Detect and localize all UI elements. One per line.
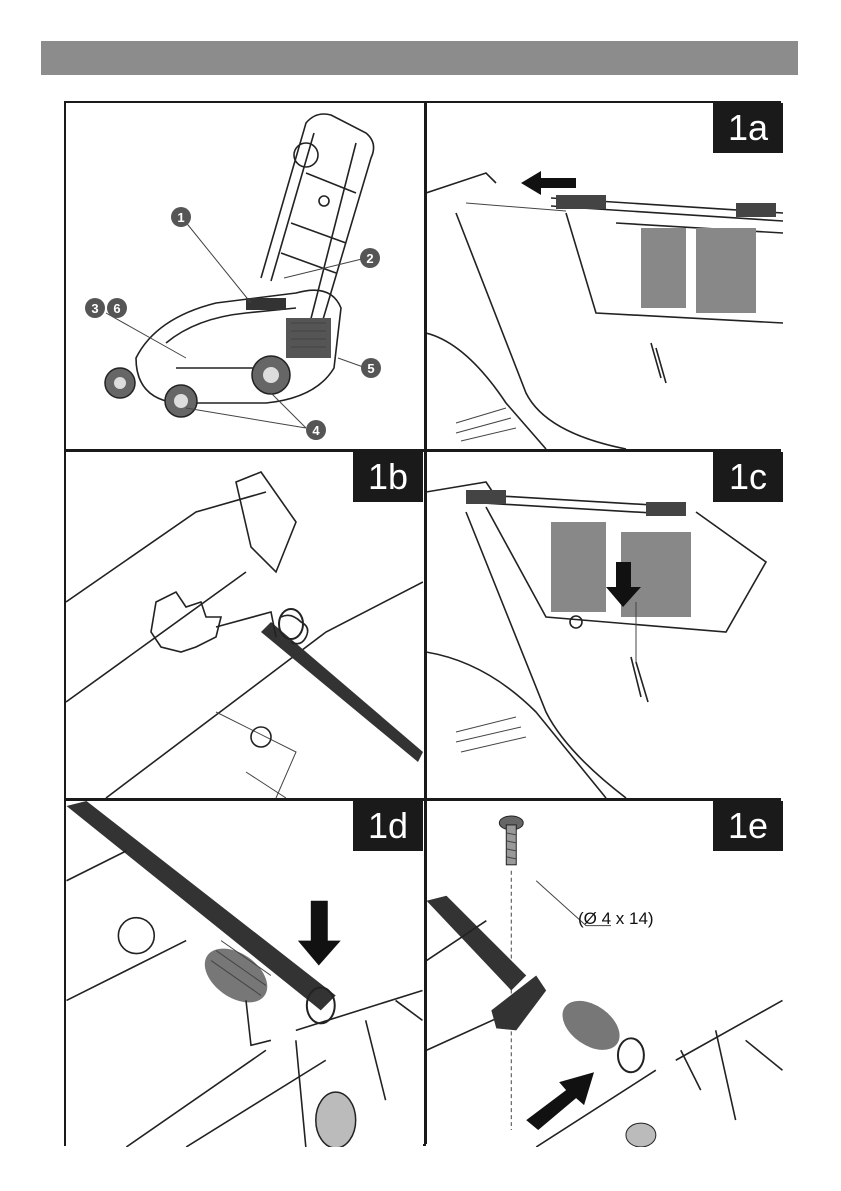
arrow-left-icon — [521, 171, 576, 195]
panel-1c: 1c — [426, 452, 783, 798]
callout-6: 6 — [113, 301, 120, 316]
panel-1a: 1a — [426, 103, 783, 449]
screw-dimension-label: (Ø 4 x 14) — [578, 909, 654, 929]
callout-4: 4 — [312, 423, 320, 438]
step-1e-illustration — [426, 801, 783, 1147]
step-label: 1b — [353, 452, 423, 502]
panel-1e: (Ø 4 x 14) 1e — [426, 801, 783, 1147]
step-label: 1d — [353, 801, 423, 851]
header-bar — [41, 41, 798, 75]
panel-1b: 1b — [66, 452, 423, 798]
panel-overview: 1 2 3 6 5 4 — [66, 103, 423, 449]
callout-1: 1 — [177, 210, 184, 225]
callout-3: 3 — [91, 301, 98, 316]
divider-row-1 — [66, 449, 779, 452]
callout-2: 2 — [366, 251, 373, 266]
lawnmower-illustration: 1 2 3 6 5 4 — [66, 103, 423, 449]
step-1d-illustration — [66, 801, 423, 1147]
step-1c-illustration — [426, 452, 783, 798]
divider-vertical — [424, 103, 427, 1144]
screw-icon — [499, 816, 523, 865]
divider-row-2 — [66, 798, 779, 801]
panel-1d: 1d — [66, 801, 423, 1147]
instruction-grid: 1 2 3 6 5 4 1a — [64, 101, 781, 1146]
arrow-down-icon — [298, 901, 341, 966]
step-label: 1a — [713, 103, 783, 153]
callout-5: 5 — [367, 361, 374, 376]
clip-icon — [491, 975, 546, 1030]
step-label: 1c — [713, 452, 783, 502]
step-1b-illustration — [66, 452, 423, 798]
step-label: 1e — [713, 801, 783, 851]
step-1a-illustration — [426, 103, 783, 449]
